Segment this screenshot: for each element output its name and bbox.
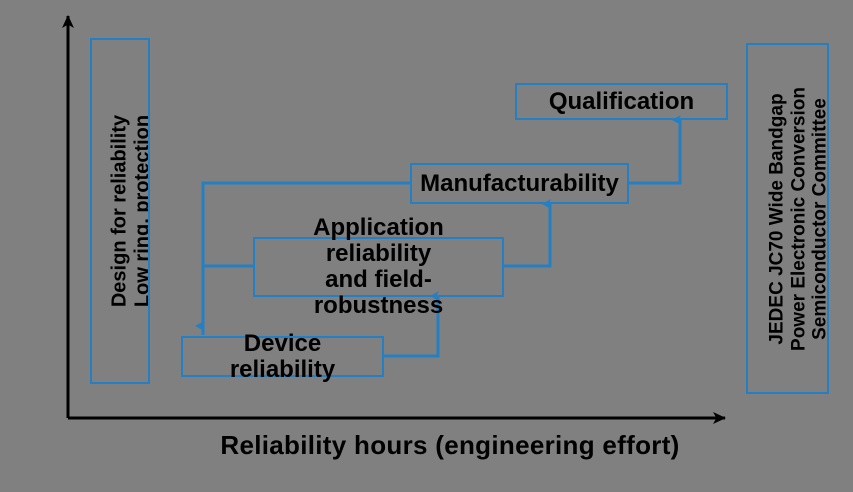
node-manufacturability-label: Manufacturability	[420, 169, 619, 197]
x-axis-title: Reliability hours (engineering effort)	[170, 430, 730, 461]
connector-manufacturability-to-qualification	[629, 115, 682, 185]
node-qualification-label: Qualification	[548, 87, 695, 115]
panel-jedec-committee: JEDEC JC70 Wide Bandgap Power Electronic…	[746, 43, 829, 394]
connector-device-to-application	[384, 291, 440, 358]
x-axis-title-text: Reliability hours (engineering effort)	[220, 430, 680, 460]
panel-design-for-reliability: Design for reliability Low ring, protect…	[90, 38, 150, 384]
panel-design-for-reliability-text-wrap: Design for reliability Low ring, protect…	[92, 46, 150, 376]
node-application-reliability-label: Application reliability and field-robust…	[313, 214, 444, 319]
panel-design-for-reliability-label: Design for reliability Low ring, protect…	[108, 114, 150, 308]
panel-jedec-committee-text-wrap: JEDEC JC70 Wide Bandgap Power Electronic…	[748, 51, 829, 387]
axis-lines	[62, 15, 726, 424]
node-manufacturability: Manufacturability	[410, 163, 629, 204]
y-axis-title: Product readiness	[20, 436, 64, 492]
panel-jedec-committee-label: JEDEC JC70 Wide Bandgap Power Electronic…	[766, 86, 829, 351]
connector-feedback-to-device	[195, 181, 410, 335]
node-application-reliability: Application reliability and field-robust…	[253, 215, 504, 318]
node-device-reliability: Device reliability	[181, 330, 384, 382]
node-qualification: Qualification	[515, 83, 728, 120]
connector-application-to-manufacturability	[504, 199, 552, 268]
node-device-reliability-label: Device reliability	[229, 329, 336, 383]
